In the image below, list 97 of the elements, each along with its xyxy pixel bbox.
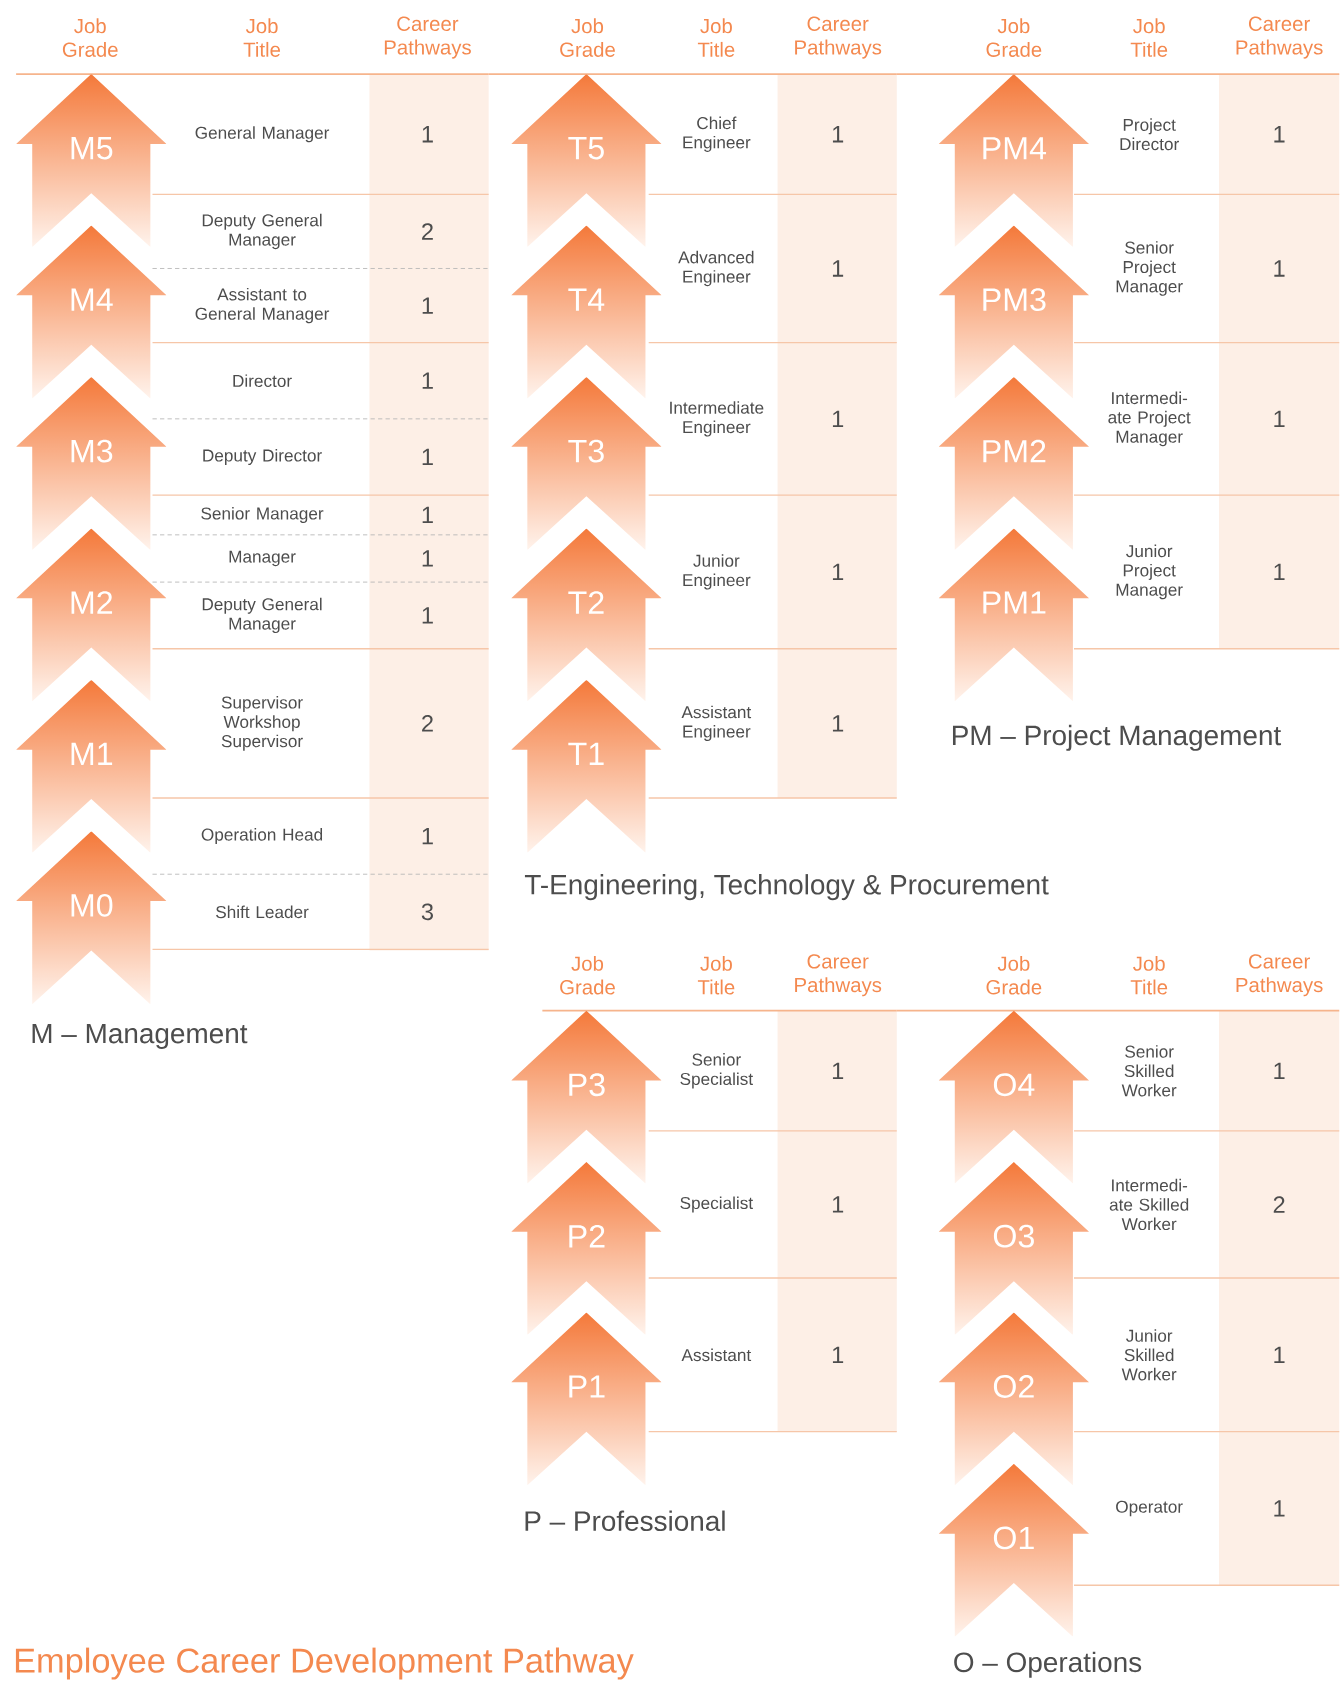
pathway-count: 1 (1274, 126, 1285, 143)
job-title: Shift Leader (216, 905, 309, 919)
panel-title: T-Engineering, Technology & Procurement (525, 874, 1049, 901)
column-header: Job Grade (986, 18, 1042, 57)
column-header: Career Pathways (795, 16, 882, 59)
chevron-arrow: P3 (569, 1073, 605, 1097)
pathway-count: 1 (833, 715, 844, 732)
pathway-count: 1 (833, 1346, 844, 1363)
panel-title: O – Operations (954, 1651, 1142, 1678)
job-title: Junior Project Manager (1116, 544, 1183, 600)
job-title: Deputy General Manager (203, 213, 322, 250)
chevron-arrow: M2 (71, 591, 113, 614)
job-title: Specialist (680, 1196, 754, 1213)
chevron-arrow: M4 (71, 288, 113, 311)
column-header: Job Grade (560, 955, 616, 995)
job-title: Senior Manager (201, 507, 324, 523)
job-title: General Manager (195, 126, 330, 143)
chevron-arrow: O1 (994, 1526, 1034, 1550)
chevron-arrow: O2 (994, 1375, 1034, 1398)
pathway-count: 1 (422, 297, 434, 314)
job-title: Supervisor Workshop Supervisor (222, 696, 304, 751)
chevron-arrow: O4 (994, 1073, 1035, 1097)
pathway-count: 1 (422, 828, 434, 845)
job-title: Intermedi- ate Project Manager (1108, 391, 1191, 447)
column-header: Job Grade (63, 18, 118, 57)
pathway-count: 1 (1274, 1346, 1285, 1363)
chevron-arrow: PM1 (983, 591, 1046, 614)
pathway-count: 1 (1274, 563, 1285, 581)
pathway-count: 1 (1274, 1500, 1285, 1517)
pathway-count: 2 (422, 715, 434, 732)
chevron-arrow: P2 (569, 1224, 605, 1248)
chevron-arrow: M0 (71, 893, 113, 917)
job-title: Intermedi- ate Skilled Worker (1110, 1178, 1189, 1231)
pathway-count: 1 (833, 260, 844, 277)
pathway-count: 1 (833, 1196, 844, 1213)
chevron-arrow: T5 (568, 136, 605, 160)
pathway-count: 1 (833, 1062, 844, 1079)
pathway-count: 1 (1274, 260, 1285, 277)
chevron-arrow: PM2 (983, 439, 1046, 463)
column-header: Job Title (1130, 18, 1168, 57)
pathway-count: 1 (1274, 410, 1285, 427)
job-title: Assistant Engineer (681, 705, 752, 741)
column-header: Job Grade (986, 955, 1042, 995)
pathway-count: 1 (833, 410, 844, 427)
pathway-count: 1 (833, 126, 844, 143)
column-header: Job Grade (560, 18, 616, 57)
pathway-count: 2 (422, 223, 434, 240)
pathway-count: 1 (1274, 1062, 1285, 1079)
column-header: Job Title (698, 955, 735, 995)
job-title: Advanced Engineer (678, 250, 754, 287)
job-title: Junior Engineer (683, 554, 751, 590)
panel-title: PM – Project Management (953, 724, 1282, 751)
job-title: Deputy Director (203, 449, 323, 465)
chevron-arrow: PM3 (983, 288, 1046, 312)
pathway-count: 1 (833, 563, 844, 581)
job-title: Operation Head (201, 828, 323, 845)
job-title: Assistant (681, 1348, 752, 1362)
chevron-arrow: M1 (71, 742, 113, 766)
pathway-count: 1 (422, 607, 434, 624)
job-title: Manager (229, 550, 296, 567)
column-header: Career Pathways (1236, 16, 1323, 59)
pathway-count: 1 (422, 506, 434, 524)
job-title: Chief Engineer (683, 116, 751, 152)
chevron-arrow: T4 (568, 288, 605, 311)
column-header: Career Pathways (385, 16, 472, 59)
pathway-count: 1 (422, 448, 434, 466)
job-title: Assistant to General Manager (195, 287, 330, 324)
job-title: Senior Skilled Worker (1121, 1045, 1177, 1097)
job-title: Director (233, 374, 293, 388)
panel-title: M – Management (32, 1023, 248, 1049)
job-title: Project Director (1120, 118, 1180, 151)
diagram-title: Employee Career Development Pathway (16, 1647, 634, 1680)
chevron-arrow: M5 (71, 136, 113, 160)
chevron-arrow: PM4 (983, 137, 1047, 160)
job-title: Intermediate Engineer (670, 401, 764, 437)
column-header: Job Title (1130, 955, 1168, 995)
chevron-arrow: T2 (568, 591, 604, 614)
job-title: Senior Specialist (680, 1053, 754, 1089)
chevron-arrow: T3 (568, 439, 604, 463)
pathway-count: 1 (422, 550, 434, 567)
column-header: Career Pathways (795, 954, 882, 997)
job-title: Operator (1116, 1500, 1183, 1517)
pathway-count: 1 (422, 372, 434, 389)
pathway-count: 2 (1273, 1196, 1285, 1213)
chevron-arrow: M3 (71, 439, 113, 463)
column-header: Job Title (698, 18, 735, 57)
column-header: Job Title (243, 18, 281, 57)
pathway-count: 1 (422, 126, 434, 143)
job-title: Senior Project Manager (1116, 241, 1183, 296)
chevron-arrow: T1 (568, 742, 604, 766)
column-header: Career Pathways (1236, 954, 1323, 997)
job-title: Deputy General Manager (203, 597, 322, 634)
chevron-arrow: P1 (569, 1375, 605, 1398)
panel-title: P – Professional (525, 1510, 725, 1531)
job-title: Junior Skilled Worker (1121, 1329, 1177, 1381)
chevron-arrow: O3 (994, 1224, 1035, 1248)
pathway-count: 3 (422, 903, 434, 921)
